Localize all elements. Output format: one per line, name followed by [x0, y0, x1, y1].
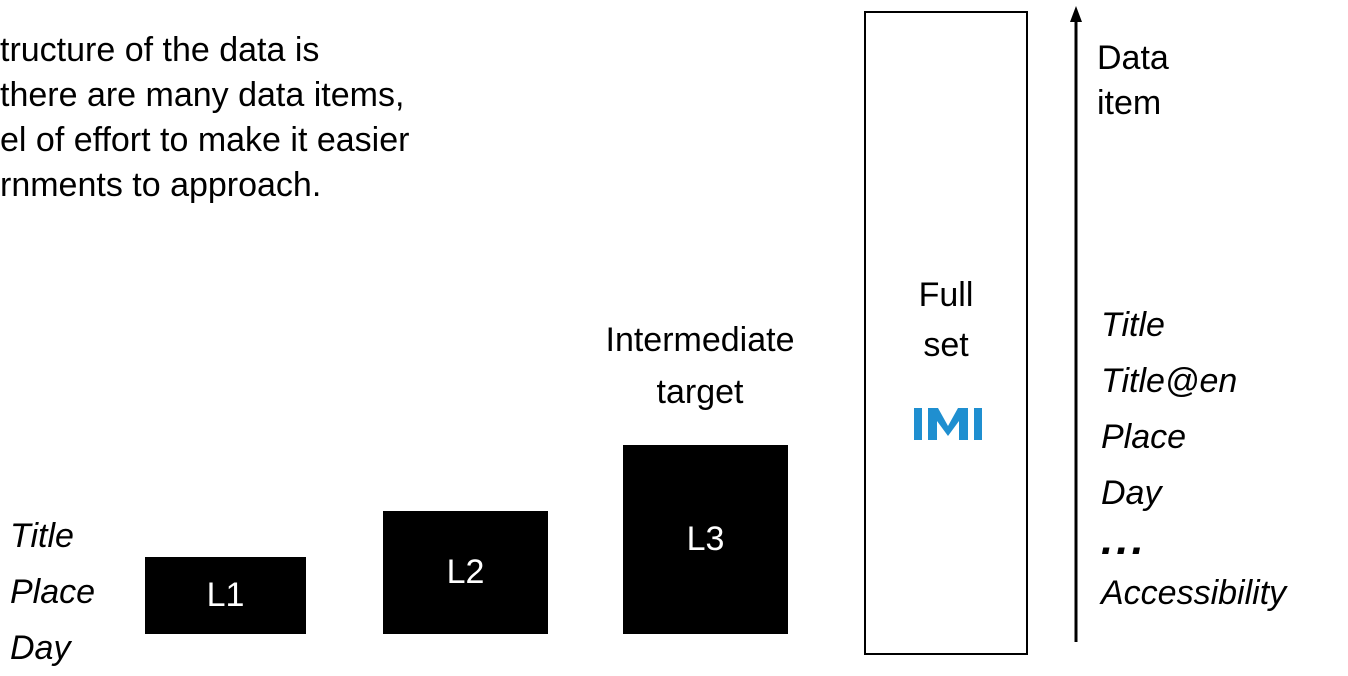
data-item-axis-arrow: [1070, 6, 1082, 642]
level-block-l1: L1: [145, 557, 306, 634]
left-field-place: Place: [10, 573, 96, 611]
right-field-title: Title: [1101, 306, 1165, 344]
right-field-place: Place: [1101, 418, 1187, 456]
left-field-list: Title Place Day: [10, 508, 95, 676]
ellipsis: ...: [1101, 515, 1147, 564]
left-field-title: Title: [10, 517, 74, 555]
intermediate-target-line: target: [656, 373, 744, 411]
full-set-label: Full set: [866, 273, 1026, 368]
right-field-day: Day: [1101, 474, 1162, 512]
level-label-l1: L1: [206, 576, 245, 614]
level-label-l2: L2: [446, 553, 485, 591]
imi-logo: [914, 408, 982, 440]
right-field-title-en: Title@en: [1101, 362, 1238, 400]
intermediate-target-line: Intermediate: [605, 321, 795, 359]
level-label-l3: L3: [686, 520, 725, 558]
level-block-l2: L2: [383, 511, 548, 634]
right-field-accessibility: Accessibility: [1101, 574, 1287, 612]
intro-line: there are many data items,: [0, 76, 405, 114]
full-set-box: Full set: [864, 11, 1028, 655]
level-block-l3: L3: [623, 445, 788, 634]
axis-label-line: Data: [1097, 39, 1169, 77]
intro-line: el of effort to make it easier: [0, 121, 410, 159]
intro-text: tructure of the data is there are many d…: [0, 28, 409, 208]
intro-line: rnments to approach.: [0, 166, 322, 204]
axis-label: Data item: [1097, 36, 1169, 126]
right-field-list: Title Title@en Place Day ... Accessibili…: [1101, 297, 1286, 621]
full-set-line: Full: [918, 276, 974, 314]
left-field-day: Day: [10, 629, 71, 667]
full-set-line: set: [923, 326, 969, 364]
axis-label-line: item: [1097, 84, 1162, 122]
intro-line: tructure of the data is: [0, 31, 320, 69]
intermediate-target-label: Intermediate target: [565, 318, 835, 415]
